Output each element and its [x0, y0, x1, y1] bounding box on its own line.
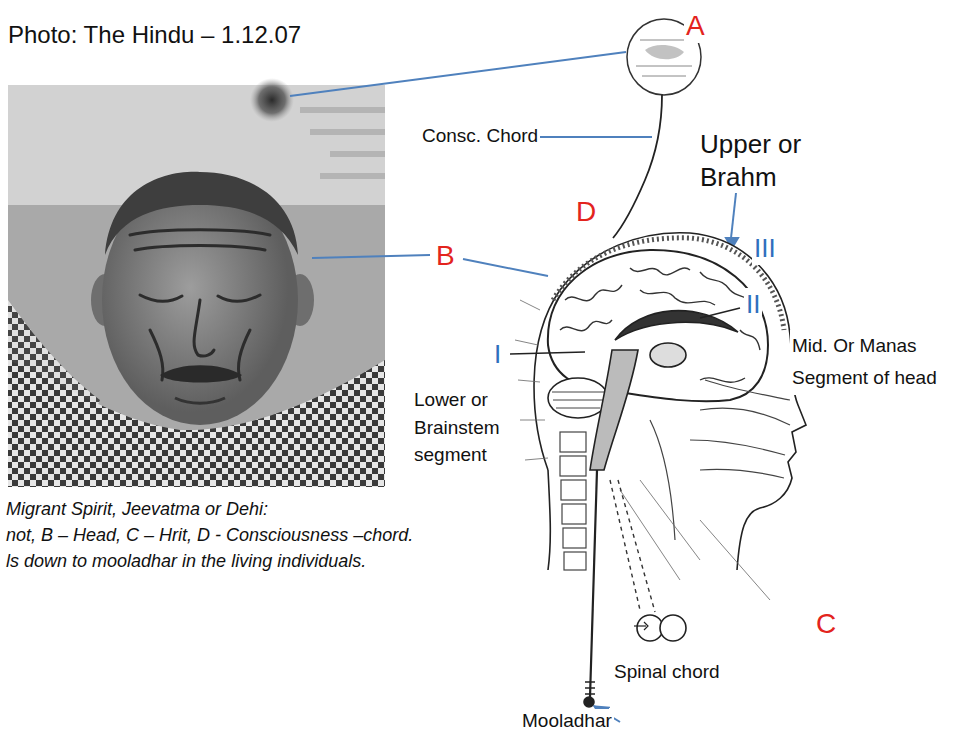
photo [8, 78, 385, 487]
callout-letter: A [684, 8, 707, 43]
segment-label: Upper or Brahm [698, 128, 827, 193]
segment-pointers [510, 308, 740, 354]
spirit-circle [613, 19, 701, 238]
part-label: Consc. Chord [420, 124, 540, 148]
part-label: Spinal chord [612, 660, 722, 684]
callout-letter: D [574, 194, 598, 229]
callout-number: III [752, 232, 778, 265]
callout-letter: B [434, 238, 457, 273]
callout-letter: C [814, 606, 838, 641]
head-section [515, 233, 806, 707]
part-label: Mooladhar [520, 709, 614, 733]
segment-label: Mid. Or Manas Segment of head [790, 330, 954, 395]
photo-credit: Photo: The Hindu – 1.12.07 [6, 20, 303, 50]
callout-number: II [744, 288, 762, 321]
caption-line: ls down to mooladhar in the living indiv… [4, 550, 368, 573]
caption-line: Migrant Spirit, Jeevatma or Dehi: [4, 498, 270, 521]
caption-line: not, B – Head, C – Hrit, D - Consciousne… [4, 524, 415, 547]
callout-number: I [492, 338, 503, 371]
consciousness-cord [613, 95, 662, 238]
segment-label: Lower or Brainstem segment [412, 386, 516, 469]
mooladhar-dot [584, 697, 594, 707]
